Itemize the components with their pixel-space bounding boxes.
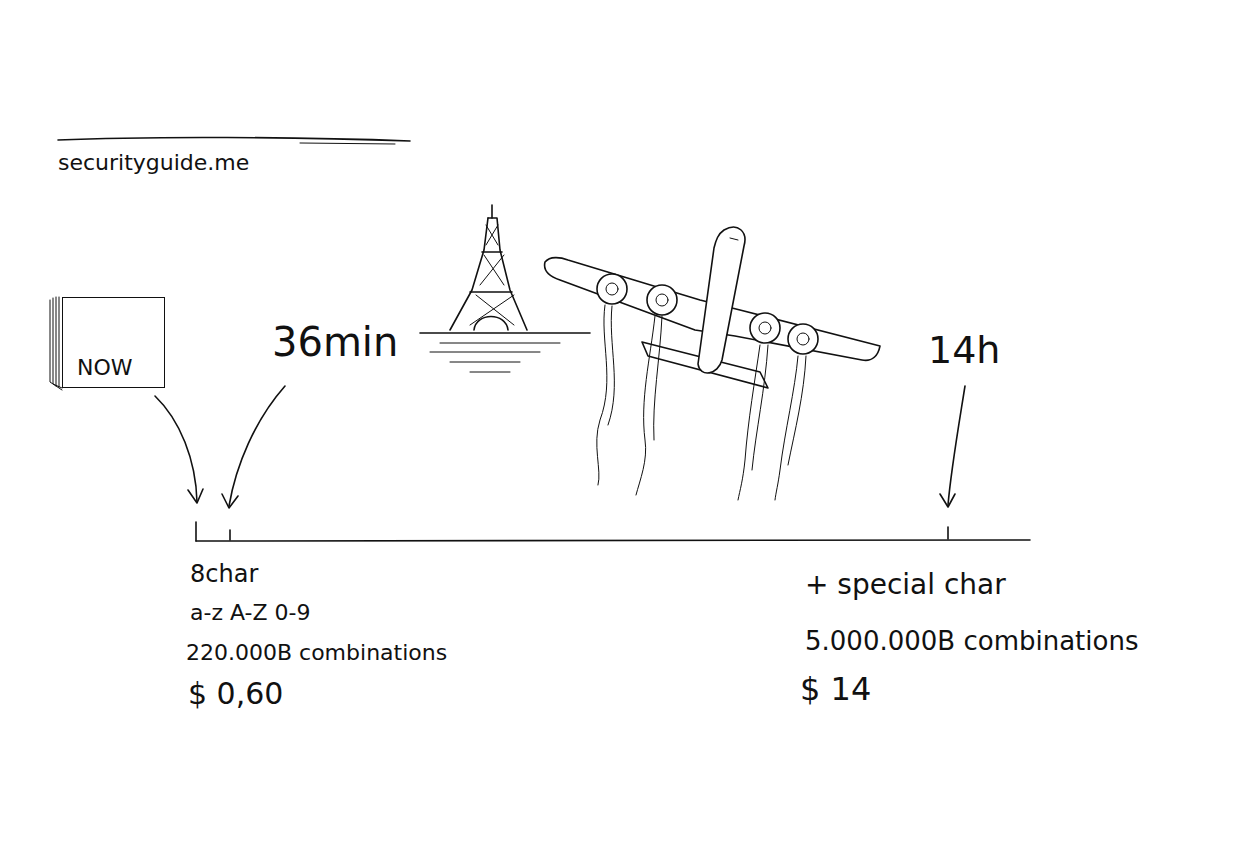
combinations-note: 5.000.000B combinations [805, 626, 1138, 657]
title-rule [58, 137, 410, 144]
charset-note: + special char [805, 568, 1006, 602]
time-marker: 36min [272, 318, 398, 366]
pointer-arrow [940, 386, 965, 507]
sticky-note: NOW [62, 297, 165, 388]
note-text: NOW [77, 355, 133, 381]
timeline [196, 522, 1030, 541]
airplane [656, 294, 668, 306]
combinations-note: 220.000B combinations [186, 640, 447, 666]
airplane [636, 316, 655, 495]
airplane [647, 285, 677, 315]
airplane [597, 305, 607, 485]
airplane [545, 227, 880, 500]
note-stack [56, 297, 57, 386]
airplane [788, 356, 806, 465]
airplane [788, 324, 818, 354]
timeline [229, 530, 231, 540]
site-name: securityguide.me [58, 150, 249, 176]
airplane [654, 316, 662, 440]
pointer-arrow [948, 386, 965, 505]
pointer-arrow [188, 489, 203, 503]
airplane [750, 313, 780, 343]
eiffel-tower [420, 332, 590, 334]
note-stack [59, 297, 60, 387]
eiffel-tower [470, 225, 514, 325]
airplane [698, 227, 745, 373]
pointer-arrow [222, 386, 285, 508]
cost-note: $ 14 [800, 670, 871, 708]
eiffel-tower [488, 218, 527, 330]
eiffel-tower [491, 205, 493, 218]
pointer-arrow [940, 494, 955, 507]
title-rule [58, 137, 410, 141]
eiffel-tower [420, 205, 590, 372]
airplane [597, 274, 627, 304]
airplane [606, 283, 618, 295]
timeline [947, 527, 949, 539]
pointer-arrow [155, 396, 197, 502]
eiffel-tower [470, 291, 512, 293]
time-marker: 14h [928, 328, 1000, 374]
title-rule [300, 143, 395, 144]
eiffel-tower [430, 343, 560, 372]
airplane [730, 238, 738, 240]
timeline [195, 522, 197, 541]
cost-note: $ 0,60 [188, 676, 283, 712]
eiffel-tower [482, 251, 502, 253]
airplane [608, 306, 614, 425]
pointer-arrow [222, 494, 238, 508]
eiffel-tower [450, 218, 488, 330]
length-note: 8char [190, 560, 258, 589]
note-stack [53, 298, 62, 388]
airplane [759, 322, 771, 334]
timeline [196, 539, 1030, 541]
pointer-arrow [155, 396, 203, 503]
pointer-arrow [229, 386, 285, 506]
airplane [775, 356, 798, 500]
airplane [738, 345, 760, 500]
charset-note: a-z A-Z 0-9 [190, 600, 310, 626]
airplane [752, 345, 768, 470]
note-stack [50, 297, 62, 390]
airplane [797, 333, 809, 345]
